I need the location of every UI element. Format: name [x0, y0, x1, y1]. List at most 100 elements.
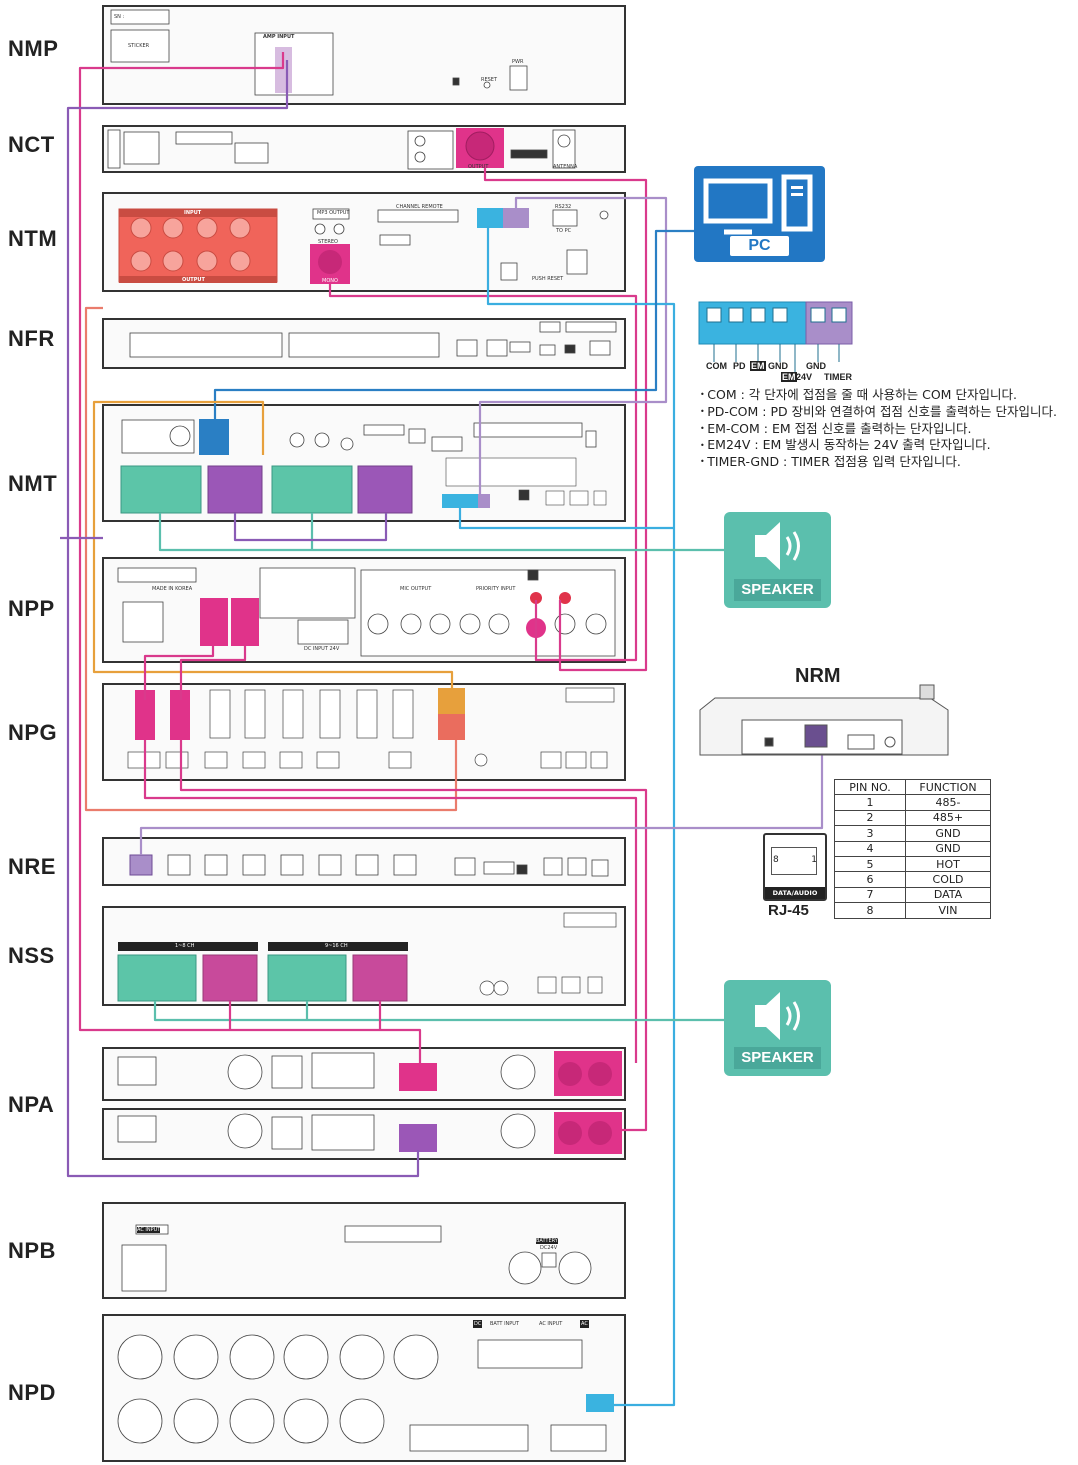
note-item: COM : 각 단자에 접점을 줄 때 사용하는 COM 단자입니다.: [700, 387, 1057, 404]
npb-battery-label: BATTERY: [536, 1238, 558, 1244]
rj45-label: RJ-45: [768, 902, 809, 919]
pin-function: 485-: [905, 794, 991, 811]
npd-ac-label: AC: [580, 1320, 589, 1328]
ntm-output-label: OUTPUT: [182, 277, 205, 283]
ntm-remote-cyan: [477, 208, 503, 228]
npg-pink-ch1: [135, 690, 155, 740]
pin-function: VIN: [905, 902, 991, 919]
speaker-label-1: SPEAKER: [734, 579, 821, 601]
pin-header-no: PIN NO.: [834, 778, 906, 796]
nct-details: [107, 129, 576, 170]
rj45-strip-label: DATA/AUDIO: [765, 887, 825, 899]
nct-output-label: OUTPUT: [468, 164, 489, 170]
terminal-label-com: COM: [706, 361, 727, 371]
pin-no: 6: [834, 871, 906, 888]
rj45-pin-8: 8: [773, 855, 779, 865]
npg-fire-pink: [438, 714, 465, 740]
pin-no: 5: [834, 855, 906, 873]
nct-antenna-label: ANTENNA: [553, 164, 578, 170]
nmt-speaker-block-1: [120, 465, 202, 514]
ntm-input-label: INPUT: [184, 210, 202, 216]
wire-magenta-npp1: [143, 646, 215, 700]
nmp-pwr-label: PWR: [512, 59, 524, 65]
terminal-label-em: EM: [750, 361, 766, 371]
note-item: TIMER-GND : TIMER 접점용 입력 단자입니다.: [700, 454, 1057, 471]
device-label-nmp: NMP: [8, 36, 59, 61]
speaker-label-2: SPEAKER: [734, 1047, 821, 1069]
npd-dc-label: DC: [473, 1320, 483, 1328]
terminal-label-24v: 24V: [796, 372, 813, 382]
device-label-nre: NRE: [8, 854, 56, 879]
pin-header-function: FUNCTION: [905, 778, 991, 796]
rj45-jack: 8 1 DATA/AUDIO: [763, 833, 827, 901]
nmp-details: [110, 9, 528, 96]
nmt-cyan-terminal: [442, 494, 478, 508]
npp-priority-label: PRIORITY INPUT: [476, 586, 516, 592]
device-label-nct: NCT: [8, 132, 55, 157]
pin-function: HOT: [905, 855, 991, 873]
wire-magenta-npp2: [179, 646, 247, 700]
ntm-rs232-label: RS232: [555, 204, 572, 210]
terminal-label-pd: PD: [733, 361, 746, 371]
terminal-label-timer: TIMER: [824, 372, 852, 382]
wire-purple-nmt: [233, 513, 388, 542]
ntm-channel-remote-label: CHANNEL REMOTE: [396, 204, 443, 210]
device-label-npb: NPB: [8, 1238, 56, 1263]
pin-no: 2: [834, 809, 906, 827]
pin-function: GND: [905, 825, 991, 842]
npp-red-jack-2: [559, 592, 571, 604]
device-label-npp: NPP: [8, 596, 55, 621]
npg-fire-orange: [438, 688, 465, 714]
wire-teal-nss: [153, 1001, 724, 1022]
ntm-remote-purple: [503, 208, 529, 228]
pin-no: 1: [834, 794, 906, 811]
npp-mic-output-label: MIC OUTPUT: [400, 586, 432, 592]
npp-pink-block-2: [231, 598, 259, 646]
pin-function: DATA: [905, 886, 991, 904]
pin-no: 4: [834, 840, 906, 857]
device-label-nss: NSS: [8, 943, 55, 968]
wire-cyan-nmt: [458, 508, 674, 530]
nss-range-1: 1~8 CH: [175, 943, 195, 949]
terminal-label-em24-em: EM: [781, 372, 797, 382]
wire-magenta-ntm: [328, 284, 638, 662]
ntm-stereo-label: STEREO: [318, 239, 338, 245]
npp-red-jack-1: [530, 592, 542, 604]
device-label-nmt: NMT: [8, 471, 58, 496]
nrm-title: NRM: [795, 665, 841, 687]
nss-speaker-1: [117, 954, 197, 1002]
wire-salmon: [84, 306, 458, 812]
device-label-nfr: NFR: [8, 326, 55, 351]
rj45-socket: [771, 847, 817, 875]
wire-teal-nmt: [158, 513, 724, 552]
npb-panel: [102, 1202, 626, 1299]
npd-cyan-terminal: [586, 1394, 614, 1412]
ntm-mp3-label: MP3 OUTPUT: [317, 210, 350, 216]
terminal-notes: COM : 각 단자에 접점을 줄 때 사용하는 COM 단자입니다. PD-C…: [700, 387, 1057, 471]
terminal-label-gnd-1: GND: [768, 361, 788, 371]
npb-ac-input-label: AC INPUT: [137, 1227, 161, 1233]
speaker-box-1: SPEAKER: [724, 512, 831, 608]
npp-pink-block-1: [200, 598, 228, 646]
nmt-speaker-block-2: [271, 465, 353, 514]
npa1-pink-out: [399, 1063, 437, 1091]
rj45-pin-1: 1: [811, 855, 817, 865]
nmp-sn-label: SN :: [114, 14, 125, 20]
device-label-npa: NPA: [8, 1092, 55, 1117]
nss-amp-2: [352, 954, 408, 1002]
npd-ac-input-label: AC INPUT: [539, 1321, 563, 1327]
wire-purple-nre: [139, 740, 824, 855]
nmt-amp-block-1: [207, 465, 263, 514]
device-label-npd: NPD: [8, 1380, 56, 1405]
pin-function: GND: [905, 840, 991, 857]
nmp-sticker-label: STICKER: [128, 43, 150, 49]
note-item: EM-COM : EM 접점 신호를 출력하는 단자입니다.: [700, 421, 1057, 438]
nre-purple-port: [129, 854, 153, 876]
speaker-box-2: SPEAKER: [724, 980, 831, 1076]
